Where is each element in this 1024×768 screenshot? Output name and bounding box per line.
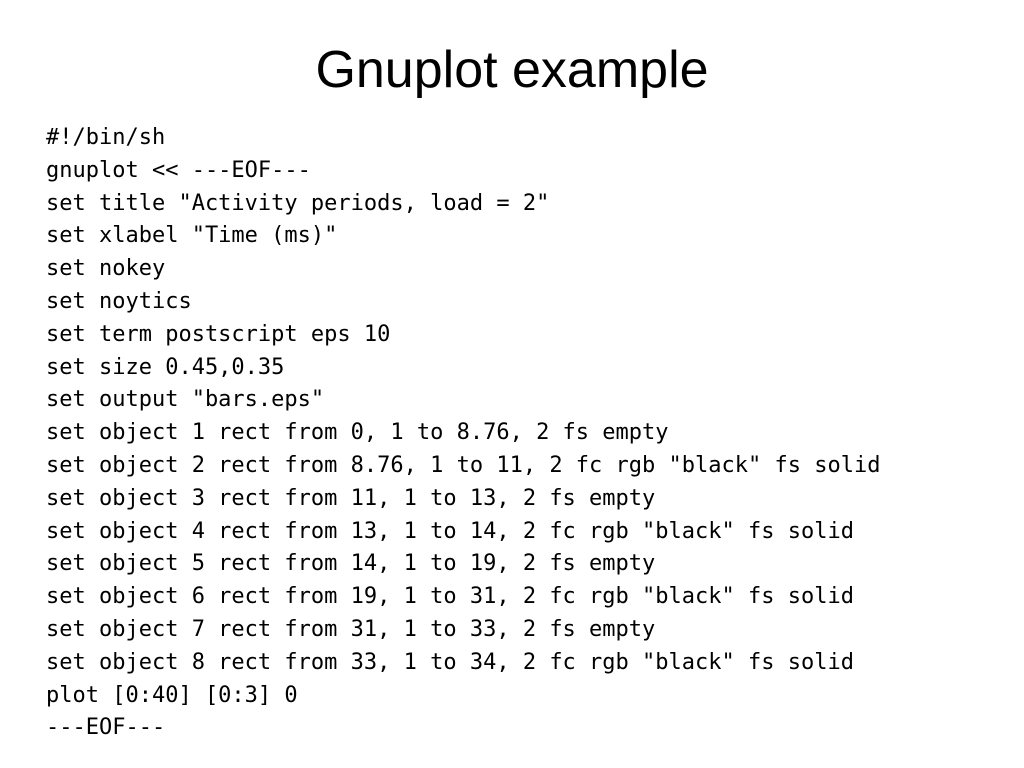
code-line: set object 1 rect from 0, 1 to 8.76, 2 f… (46, 420, 669, 446)
code-line: set term postscript eps 10 (46, 321, 391, 347)
code-line: set object 8 rect from 33, 1 to 34, 2 fc… (46, 649, 854, 675)
code-line: #!/bin/sh (46, 125, 166, 150)
slide-title: Gnuplot example (315, 41, 709, 99)
code-line: set object 4 rect from 13, 1 to 14, 2 fc… (46, 518, 854, 544)
code-line: set object 5 rect from 14, 1 to 19, 2 fs… (46, 551, 656, 577)
code-line: set title "Activity periods, load = 2" (46, 190, 550, 216)
code-line: ---EOF--- (46, 715, 166, 741)
code-block: #!/bin/sh gnuplot << ---EOF--- set title… (46, 122, 996, 745)
code-line: set object 2 rect from 8.76, 1 to 11, 2 … (46, 452, 881, 478)
code-line: set xlabel "Time (ms)" (46, 223, 338, 249)
code-line: set noytics (46, 288, 192, 314)
code-line: set object 3 rect from 11, 1 to 13, 2 fs… (46, 485, 656, 511)
code-line: set object 7 rect from 31, 1 to 33, 2 fs… (46, 616, 656, 642)
code-line: set object 6 rect from 19, 1 to 31, 2 fc… (46, 584, 854, 610)
code-line: gnuplot << ---EOF--- (46, 157, 311, 183)
code-line: plot [0:40] [0:3] 0 (46, 682, 298, 708)
code-line: set nokey (46, 256, 166, 282)
code-line: set output "bars.eps" (46, 387, 325, 413)
code-line: set size 0.45,0.35 (46, 354, 285, 380)
